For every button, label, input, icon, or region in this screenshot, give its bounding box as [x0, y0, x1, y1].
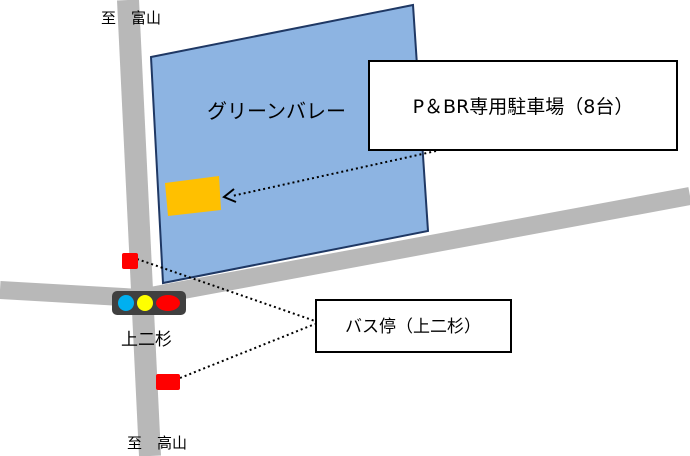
bus-stop-callout-label: バス停（上二杉） — [345, 317, 481, 337]
bus-stop-marker-icon — [122, 253, 138, 269]
direction-takayama-label: 至 高山 — [127, 434, 187, 452]
traffic-light-yellow — [137, 295, 153, 311]
parking-callout-label: P＆BR専用駐車場（8台） — [413, 96, 634, 118]
parking-leader-arrowhead — [222, 188, 237, 203]
parking-lot-icon — [165, 176, 221, 216]
bus-stop-callout: バス停（上二杉） — [315, 299, 512, 353]
bus-stop-marker-icon — [156, 374, 180, 390]
bus-stop-south-leader-line — [179, 323, 316, 379]
area-name-label: グリーンバレー — [207, 99, 346, 123]
bus-stop-callout-box — [315, 299, 512, 353]
traffic-light-blue — [118, 295, 134, 311]
traffic-light-icon — [112, 291, 186, 315]
green-valley-area — [149, 3, 430, 285]
traffic-light-red — [156, 295, 180, 311]
parking-callout: P＆BR専用駐車場（8台） — [368, 60, 678, 151]
bus-stop-north-leader-line — [136, 258, 316, 322]
intersection-label: 上二杉 — [121, 330, 172, 350]
direction-toyama-label: 至 富山 — [101, 9, 161, 27]
road-north-south — [117, 0, 161, 456]
leader-lines — [136, 150, 437, 379]
parking-callout-box — [368, 60, 678, 151]
